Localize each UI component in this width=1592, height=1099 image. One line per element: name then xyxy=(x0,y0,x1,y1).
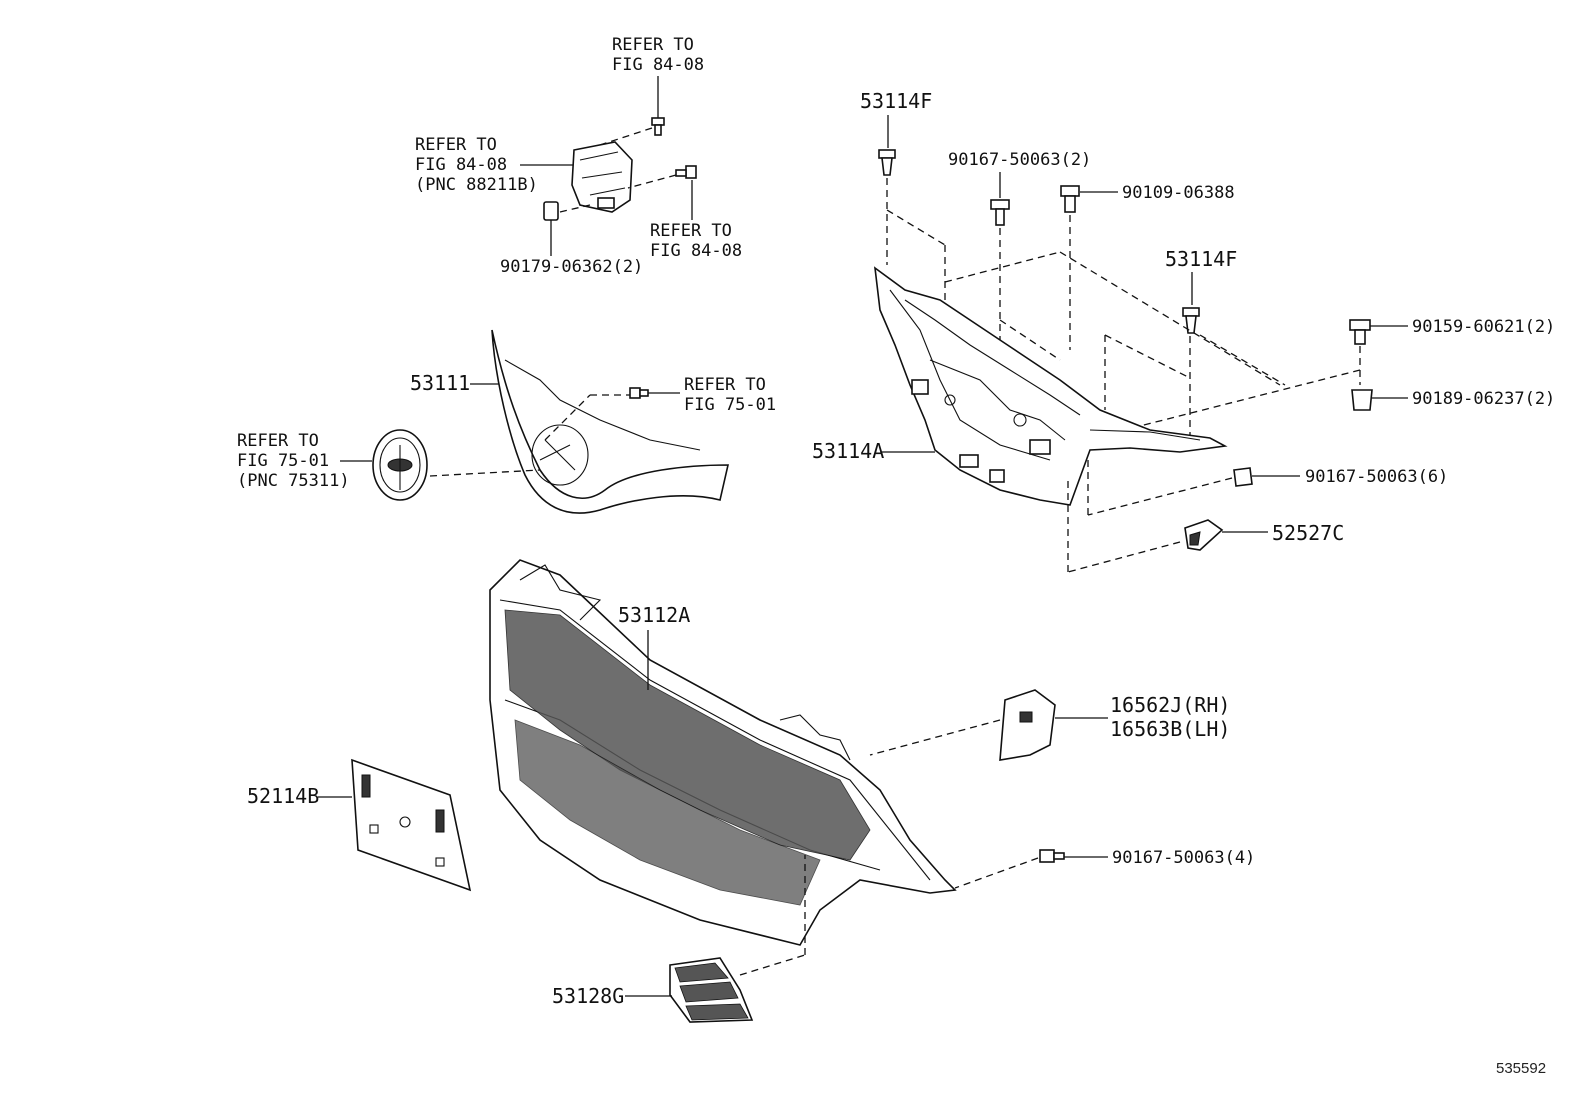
part-53114F-top-label: 53114F xyxy=(860,89,932,113)
part-52527C-label: 52527C xyxy=(1272,521,1344,545)
lower-grille-group: 53128G xyxy=(552,855,806,1023)
diagram-id: 535592 xyxy=(1496,1060,1546,1077)
clip-icon xyxy=(629,387,649,399)
refer-75-right-line1: REFER TO xyxy=(684,375,766,395)
refer-emblem-line2: FIG 75-01 xyxy=(237,451,329,471)
bolt-icon xyxy=(990,199,1010,226)
toyota-emblem-icon xyxy=(372,429,428,501)
refer-radar-line2: FIG 84-08 xyxy=(415,155,507,175)
part-90189-label: 90189-06237(2) xyxy=(1412,389,1555,409)
part-52114B-label: 52114B xyxy=(247,784,319,808)
part-90167-6-label: 90167-50063(6) xyxy=(1305,467,1448,487)
refer-radar-right-line2: FIG 84-08 xyxy=(650,241,742,261)
refer-top-line1: REFER TO xyxy=(612,35,694,55)
bracket-16562J-icon xyxy=(999,689,1056,761)
part-53114F-right-label: 53114F xyxy=(1165,247,1237,271)
radiator-grille-53112A xyxy=(489,559,957,946)
part-16563B-label: 16563B(LH) xyxy=(1110,717,1230,741)
upper-garnish-53111 xyxy=(491,329,730,514)
nut-icon xyxy=(543,201,559,221)
bolt-icon xyxy=(651,117,665,136)
clip-icon xyxy=(1233,467,1253,487)
refer-top-line2: FIG 84-08 xyxy=(612,55,704,75)
clip-icon xyxy=(878,149,896,176)
part-90109-label: 90109-06388 xyxy=(1122,183,1235,203)
license-bracket-group: 52114B xyxy=(247,758,472,892)
clip-icon xyxy=(1039,849,1065,863)
license-plate-bracket-52114B xyxy=(351,758,472,892)
refer-radar-line3: (PNC 88211B) xyxy=(415,175,538,195)
bolt-icon xyxy=(1349,319,1371,345)
garnish-group: 53111 REFER TO FIG 75-01 REFER TO FIG 75… xyxy=(237,329,776,514)
refer-emblem-line3: (PNC 75311) xyxy=(237,471,350,491)
nut-90179-label: 90179-06362(2) xyxy=(500,257,643,277)
part-53112A-label: 53112A xyxy=(618,603,690,627)
nut-icon xyxy=(1351,389,1373,411)
lower-grille-53128G xyxy=(669,957,754,1023)
grille-group: 53112A 16562J(RH) 16563B(LH) 90167-50063… xyxy=(489,559,1255,946)
part-16562J-label: 16562J(RH) xyxy=(1110,693,1230,717)
refer-radar-right-line1: REFER TO xyxy=(650,221,732,241)
part-53114A-label: 53114A xyxy=(812,439,884,463)
part-90159-label: 90159-60621(2) xyxy=(1412,317,1555,337)
part-53111-label: 53111 xyxy=(410,371,470,395)
refer-radar-line1: REFER TO xyxy=(415,135,497,155)
radiator-support-bracket-53114A xyxy=(873,266,1228,506)
part-90167-4-label: 90167-50063(4) xyxy=(1112,848,1255,868)
bolt-icon xyxy=(1060,185,1080,213)
part-90167-2-label: 90167-50063(2) xyxy=(948,150,1091,170)
clip-icon xyxy=(1182,307,1200,334)
radar-sensor-icon xyxy=(571,141,633,213)
bolt-icon xyxy=(675,165,697,179)
bracket-52527C-icon xyxy=(1184,519,1224,551)
bracket-group: 53114F 90167-50063(2) 90109-06388 53114F xyxy=(812,89,1555,573)
refer-75-right-line2: FIG 75-01 xyxy=(684,395,776,415)
refer-emblem-line1: REFER TO xyxy=(237,431,319,451)
radar-sensor-group: REFER TO FIG 84-08 REFER TO FIG 84-08 (P… xyxy=(415,35,742,277)
part-53128G-label: 53128G xyxy=(552,984,624,1008)
